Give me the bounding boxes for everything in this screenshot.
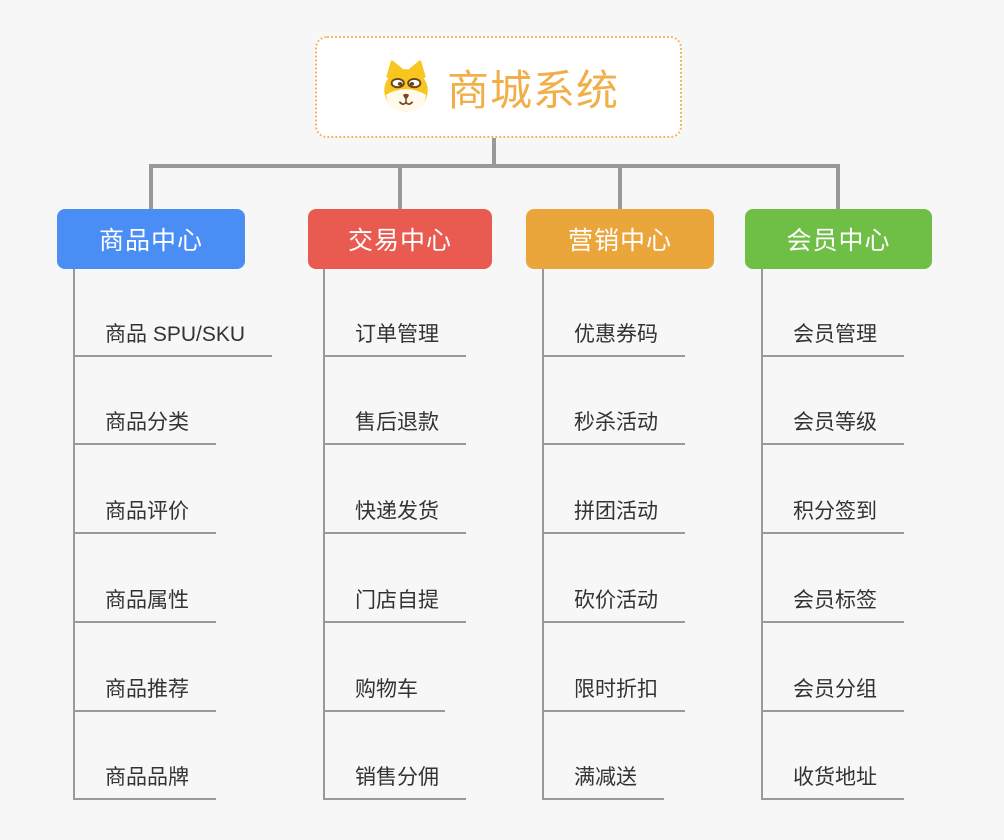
child-topic[interactable]: 门店自提 [323, 581, 466, 623]
child-topic[interactable]: 商品 SPU/SKU [73, 315, 273, 357]
child-topic-label: 拼团活动 [574, 500, 658, 523]
child-topic-label: 商品推荐 [105, 678, 189, 701]
child-topic[interactable]: 会员管理 [761, 315, 904, 357]
child-topic-label: 会员等级 [793, 411, 877, 434]
root-node[interactable]: 商城系统 [315, 36, 682, 138]
connector-drop-trade [398, 164, 402, 210]
branch-node-member-center[interactable]: 会员中心 [745, 209, 932, 269]
child-topic[interactable]: 商品品牌 [73, 758, 216, 800]
child-topic[interactable]: 商品推荐 [73, 670, 216, 712]
child-topic-label: 门店自提 [355, 589, 439, 612]
child-topic[interactable]: 会员等级 [761, 403, 904, 445]
child-topic-label: 满减送 [574, 766, 637, 789]
child-topic[interactable]: 快递发货 [323, 492, 466, 534]
child-topic-label: 商品品牌 [105, 766, 189, 789]
child-topic[interactable]: 商品分类 [73, 403, 216, 445]
child-topic-label: 会员标签 [793, 589, 877, 612]
connector-horizontal [149, 164, 840, 168]
branch-node-trade-center[interactable]: 交易中心 [308, 209, 492, 269]
connector-branch-vline [761, 269, 763, 800]
connector-drop-marketing [618, 164, 622, 210]
child-topic[interactable]: 购物车 [323, 670, 445, 712]
child-topic[interactable]: 满减送 [542, 758, 664, 800]
child-topic[interactable]: 会员标签 [761, 581, 904, 623]
connector-drop-members [836, 164, 840, 210]
connector-drop-products [149, 164, 153, 210]
child-topic-label: 订单管理 [355, 323, 439, 346]
child-topic-label: 售后退款 [355, 411, 439, 434]
child-topic-label: 销售分佣 [355, 766, 439, 789]
child-topic[interactable]: 拼团活动 [542, 492, 685, 534]
child-topic-label: 积分签到 [793, 500, 877, 523]
child-topic-label: 商品属性 [105, 589, 189, 612]
child-topic[interactable]: 商品评价 [73, 492, 216, 534]
child-topic[interactable]: 售后退款 [323, 403, 466, 445]
child-topic-label: 收货地址 [793, 766, 877, 789]
child-topic[interactable]: 积分签到 [761, 492, 904, 534]
child-topic-label: 商品分类 [105, 411, 189, 434]
branch-node-product-center[interactable]: 商品中心 [57, 209, 245, 269]
connector-branch-vline [323, 269, 325, 800]
connector-root-stub [492, 138, 496, 168]
child-topic[interactable]: 商品属性 [73, 581, 216, 623]
child-topic-label: 商品 SPU/SKU [105, 323, 246, 346]
child-topic-label: 限时折扣 [574, 678, 658, 701]
child-topic[interactable]: 秒杀活动 [542, 403, 685, 445]
child-topic-label: 商品评价 [105, 500, 189, 523]
child-topic[interactable]: 优惠券码 [542, 315, 685, 357]
child-topic-label: 砍价活动 [574, 589, 658, 612]
child-topic[interactable]: 收货地址 [761, 758, 904, 800]
child-topic-label: 购物车 [355, 678, 418, 701]
branch-node-marketing-center[interactable]: 营销中心 [526, 209, 714, 269]
child-topic[interactable]: 砍价活动 [542, 581, 685, 623]
child-topic-label: 优惠券码 [574, 323, 658, 346]
connector-branch-vline [542, 269, 544, 800]
child-topic[interactable]: 限时折扣 [542, 670, 685, 712]
shiba-dog-icon [378, 60, 434, 114]
child-topic-label: 秒杀活动 [574, 411, 658, 434]
child-topic[interactable]: 会员分组 [761, 670, 904, 712]
child-topic-label: 快递发货 [355, 500, 439, 523]
child-topic[interactable]: 订单管理 [323, 315, 466, 357]
connector-branch-vline [73, 269, 75, 800]
child-topic[interactable]: 销售分佣 [323, 758, 466, 800]
root-title: 商城系统 [446, 66, 619, 114]
child-topic-label: 会员分组 [793, 678, 877, 701]
child-topic-label: 会员管理 [793, 323, 877, 346]
